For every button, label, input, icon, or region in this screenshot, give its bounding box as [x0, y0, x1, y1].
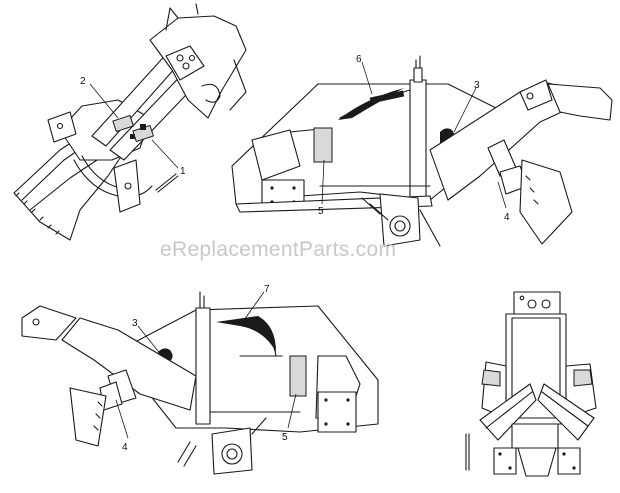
callout-3-bottom-left: 3 [132, 318, 138, 329]
callout-5-bottom-left: 5 [282, 432, 288, 443]
pin [155, 173, 177, 191]
decal-2 [112, 114, 135, 133]
watermark: eReplacementParts.com [160, 238, 396, 261]
decal-5 [313, 127, 333, 163]
post [409, 79, 427, 201]
callout-5-top-right: 5 [318, 206, 324, 217]
decal-7 [216, 316, 276, 352]
boom-left [61, 317, 197, 411]
view-bottom-left [21, 291, 379, 475]
view-top-right [231, 55, 613, 247]
callout-2-top-left: 2 [80, 76, 86, 87]
callout-7-bottom-left: 7 [264, 284, 270, 295]
callout-6-top-right: 6 [356, 54, 362, 65]
post-left [195, 307, 211, 425]
view-top-left [13, 3, 247, 241]
v-chute [479, 383, 537, 441]
deflector-left [69, 387, 107, 447]
decal-5-left [289, 355, 307, 397]
pin-front [465, 433, 470, 471]
side-plate-left [317, 391, 357, 433]
callout-1-top-left: 1 [180, 166, 186, 177]
callout-3-top-right: 3 [474, 80, 480, 91]
callout-4-top-right: 4 [504, 212, 510, 223]
callout-4-bottom-left: 4 [122, 442, 128, 453]
view-bottom-right [465, 291, 597, 477]
deflector [519, 159, 573, 245]
